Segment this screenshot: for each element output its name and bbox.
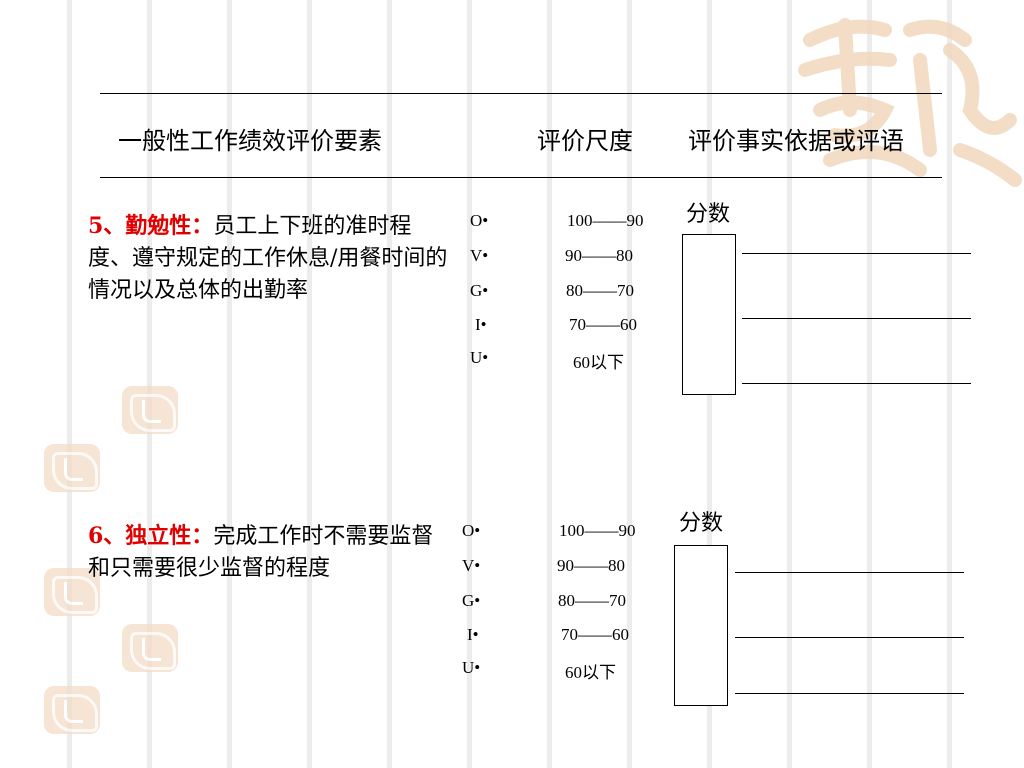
section-5-title: 5、勤勉性：员工上下班的准时程度、遵守规定的工作休息/用餐时间的情况以及总体的出… bbox=[88, 210, 448, 307]
scale-range: 100——90 bbox=[559, 521, 636, 540]
decorative-seal-icon bbox=[122, 624, 178, 672]
decorative-seal-icon bbox=[122, 386, 178, 434]
header-top-rule bbox=[100, 93, 942, 94]
scale-range: 70——60 bbox=[569, 315, 637, 334]
scale-grade: O• bbox=[462, 521, 481, 540]
decorative-seal-icon bbox=[44, 568, 100, 616]
section-5-score-label: 分数 bbox=[686, 202, 731, 227]
scale-range: 60以下 bbox=[573, 353, 624, 372]
section-6-comment-line-3[interactable] bbox=[735, 693, 964, 694]
header-bottom-rule bbox=[100, 177, 942, 178]
scale-grade: U• bbox=[462, 658, 481, 677]
scale-range: 90——80 bbox=[565, 246, 633, 265]
section-5-description: 员工上下班的准时程度、遵守规定的工作休息/用餐时间的情况以及总体的出勤率 bbox=[88, 214, 448, 303]
section-6-title: 6、独立性：完成工作时不需要监督和只需要很少监督的程度 bbox=[88, 520, 448, 585]
section-6-score-box[interactable] bbox=[674, 545, 728, 706]
scale-range: 60以下 bbox=[565, 663, 616, 682]
decorative-seal-icon bbox=[44, 686, 100, 734]
scale-range: 100——90 bbox=[567, 211, 644, 230]
section-6-score-label: 分数 bbox=[679, 511, 724, 536]
section-6-comment-line-1[interactable] bbox=[735, 572, 964, 573]
section-5-comment-line-1[interactable] bbox=[742, 253, 971, 254]
scale-grade: V• bbox=[470, 246, 489, 265]
section-5-comment-line-3[interactable] bbox=[742, 383, 971, 384]
section-5-number: 5、勤勉性： bbox=[88, 213, 214, 239]
scale-range: 90——80 bbox=[557, 556, 625, 575]
section-5-comment-line-2[interactable] bbox=[742, 318, 971, 319]
header-col-scale: 评价尺度 bbox=[537, 127, 633, 155]
decorative-seal-icon bbox=[798, 18, 1022, 187]
scale-range: 80——70 bbox=[558, 591, 626, 610]
section-6-comment-line-2[interactable] bbox=[735, 637, 964, 638]
scale-grade: O• bbox=[470, 211, 489, 230]
section-5-score-box[interactable] bbox=[682, 234, 736, 395]
decorative-seal-icon bbox=[44, 444, 100, 492]
scale-grade: U• bbox=[470, 348, 489, 367]
section-6-description: 完成工作时不需要监督和只需要很少监督的程度 bbox=[88, 524, 434, 581]
header-col-facts: 评价事实依据或评语 bbox=[688, 127, 904, 155]
scale-grade: I• bbox=[467, 625, 479, 644]
scale-grade: G• bbox=[462, 591, 481, 610]
scale-grade: V• bbox=[462, 556, 481, 575]
scale-grade: I• bbox=[475, 315, 487, 334]
scale-range: 80——70 bbox=[566, 281, 634, 300]
section-6-number: 6、独立性： bbox=[88, 523, 214, 549]
scale-range: 70——60 bbox=[561, 625, 629, 644]
scale-grade: G• bbox=[470, 281, 489, 300]
header-col-elements: 一般性工作绩效评价要素 bbox=[118, 127, 382, 155]
